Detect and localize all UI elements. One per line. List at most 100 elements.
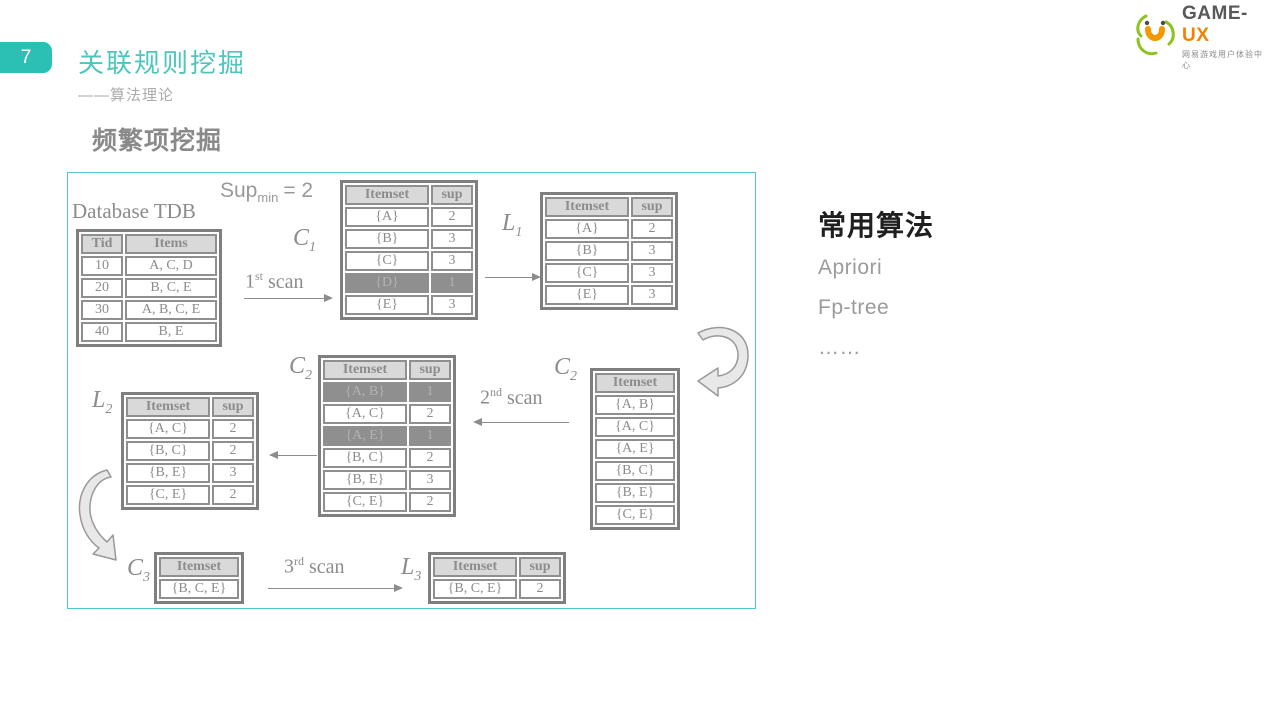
column-header: sup <box>631 197 673 217</box>
table-cell: 3 <box>431 295 473 315</box>
table-cell: 3 <box>431 229 473 249</box>
l1-label: L1 <box>502 210 523 240</box>
table-row: {A, E}1 <box>323 426 451 446</box>
table-row: {A, E} <box>595 439 675 459</box>
table-cell: 1 <box>409 382 451 402</box>
arrow-left-icon <box>269 451 317 459</box>
table-cell: 2 <box>409 404 451 424</box>
c2-candidates-table: Itemset{A, B}{A, C}{A, E}{B, C}{B, E}{C,… <box>590 368 680 530</box>
table-cell: {A} <box>345 207 429 227</box>
c1-label: C1 <box>293 225 317 255</box>
game-ux-mascot-icon <box>1132 11 1178 64</box>
common-algorithms-heading: 常用算法 <box>818 210 935 241</box>
table-row: {A}2 <box>345 207 473 227</box>
column-header: Itemset <box>345 185 429 205</box>
table-cell: {B} <box>345 229 429 249</box>
right-panel: 常用算法 Apriori Fp-tree …… <box>818 204 934 376</box>
table-cell: {C, E} <box>595 505 675 525</box>
column-header: Itemset <box>126 397 210 417</box>
logo-tagline: 网易游戏用户体验中心 <box>1182 50 1263 70</box>
table-cell: {B, C, E} <box>433 579 517 599</box>
column-header: Tid <box>81 234 123 254</box>
table-row: {B, C}2 <box>126 441 254 461</box>
table-cell: {A} <box>545 219 629 239</box>
table-cell: 2 <box>212 419 254 439</box>
logo-brand: GAME-UX <box>1182 3 1248 46</box>
table-row: {B, E}3 <box>323 470 451 490</box>
table-cell: 2 <box>519 579 561 599</box>
table-cell: 2 <box>409 448 451 468</box>
table-row: {B}3 <box>345 229 473 249</box>
table-row: {B}3 <box>545 241 673 261</box>
table-cell: B, E <box>125 322 217 342</box>
table-cell: 3 <box>631 263 673 283</box>
arrow-right-icon <box>485 273 541 281</box>
table-row: {C, E} <box>595 505 675 525</box>
slide-subtitle: ——算法理论 <box>78 87 175 104</box>
table-cell: B, C, E <box>125 278 217 298</box>
table-cell: {C, E} <box>126 485 210 505</box>
table-cell: 3 <box>631 241 673 261</box>
table-row: {D}1 <box>345 273 473 293</box>
table-row: {B, E}3 <box>126 463 254 483</box>
column-header: Itemset <box>433 557 517 577</box>
table-cell: {E} <box>545 285 629 305</box>
l3-label: L3 <box>401 554 422 584</box>
table-row: {A, B} <box>595 395 675 415</box>
table-row: {A}2 <box>545 219 673 239</box>
table-cell: {A, E} <box>323 426 407 446</box>
algorithm-item-fptree: Fp-tree <box>818 296 890 319</box>
table-cell: 2 <box>431 207 473 227</box>
l2-label: L2 <box>92 387 113 417</box>
column-header: sup <box>519 557 561 577</box>
table-cell: 2 <box>631 219 673 239</box>
table-cell: {A, B} <box>323 382 407 402</box>
column-header: sup <box>431 185 473 205</box>
table-row: {B, C, E}2 <box>433 579 561 599</box>
table-row: {C, E}2 <box>126 485 254 505</box>
slide-title: 关联规则挖掘 <box>78 48 247 78</box>
table-cell: {A, C} <box>323 404 407 424</box>
c3-table: Itemset{B, C, E} <box>154 552 244 604</box>
table-row: {A, C}2 <box>126 419 254 439</box>
table-cell: 3 <box>631 285 673 305</box>
arrow-left-icon <box>473 418 569 426</box>
table-cell: {B, C, E} <box>159 579 239 599</box>
column-header: sup <box>212 397 254 417</box>
column-header: Itemset <box>595 373 675 393</box>
c2-candidates-table-grid: Itemset{A, B}{A, C}{A, E}{B, C}{B, E}{C,… <box>590 368 680 530</box>
column-header: Itemset <box>545 197 629 217</box>
table-row: {B, E} <box>595 483 675 503</box>
table-row: {B, C, E} <box>159 579 239 599</box>
table-cell: {A, B} <box>595 395 675 415</box>
table-row: {B, C}2 <box>323 448 451 468</box>
sup-min-label: Supmin= 2 <box>220 179 314 206</box>
table-cell: {B, C} <box>595 461 675 481</box>
logo-brand-accent: UX <box>1182 25 1210 46</box>
table-cell: 2 <box>212 485 254 505</box>
database-tdb-label: Database TDB <box>72 199 196 223</box>
table-cell: 2 <box>212 441 254 461</box>
algorithm-item-apriori: Apriori <box>818 256 883 279</box>
table-cell: {D} <box>345 273 429 293</box>
table-row: {C}3 <box>545 263 673 283</box>
table-cell: {B, C} <box>126 441 210 461</box>
curved-arrow-down-left-icon <box>690 321 756 404</box>
table-row: {E}3 <box>345 295 473 315</box>
